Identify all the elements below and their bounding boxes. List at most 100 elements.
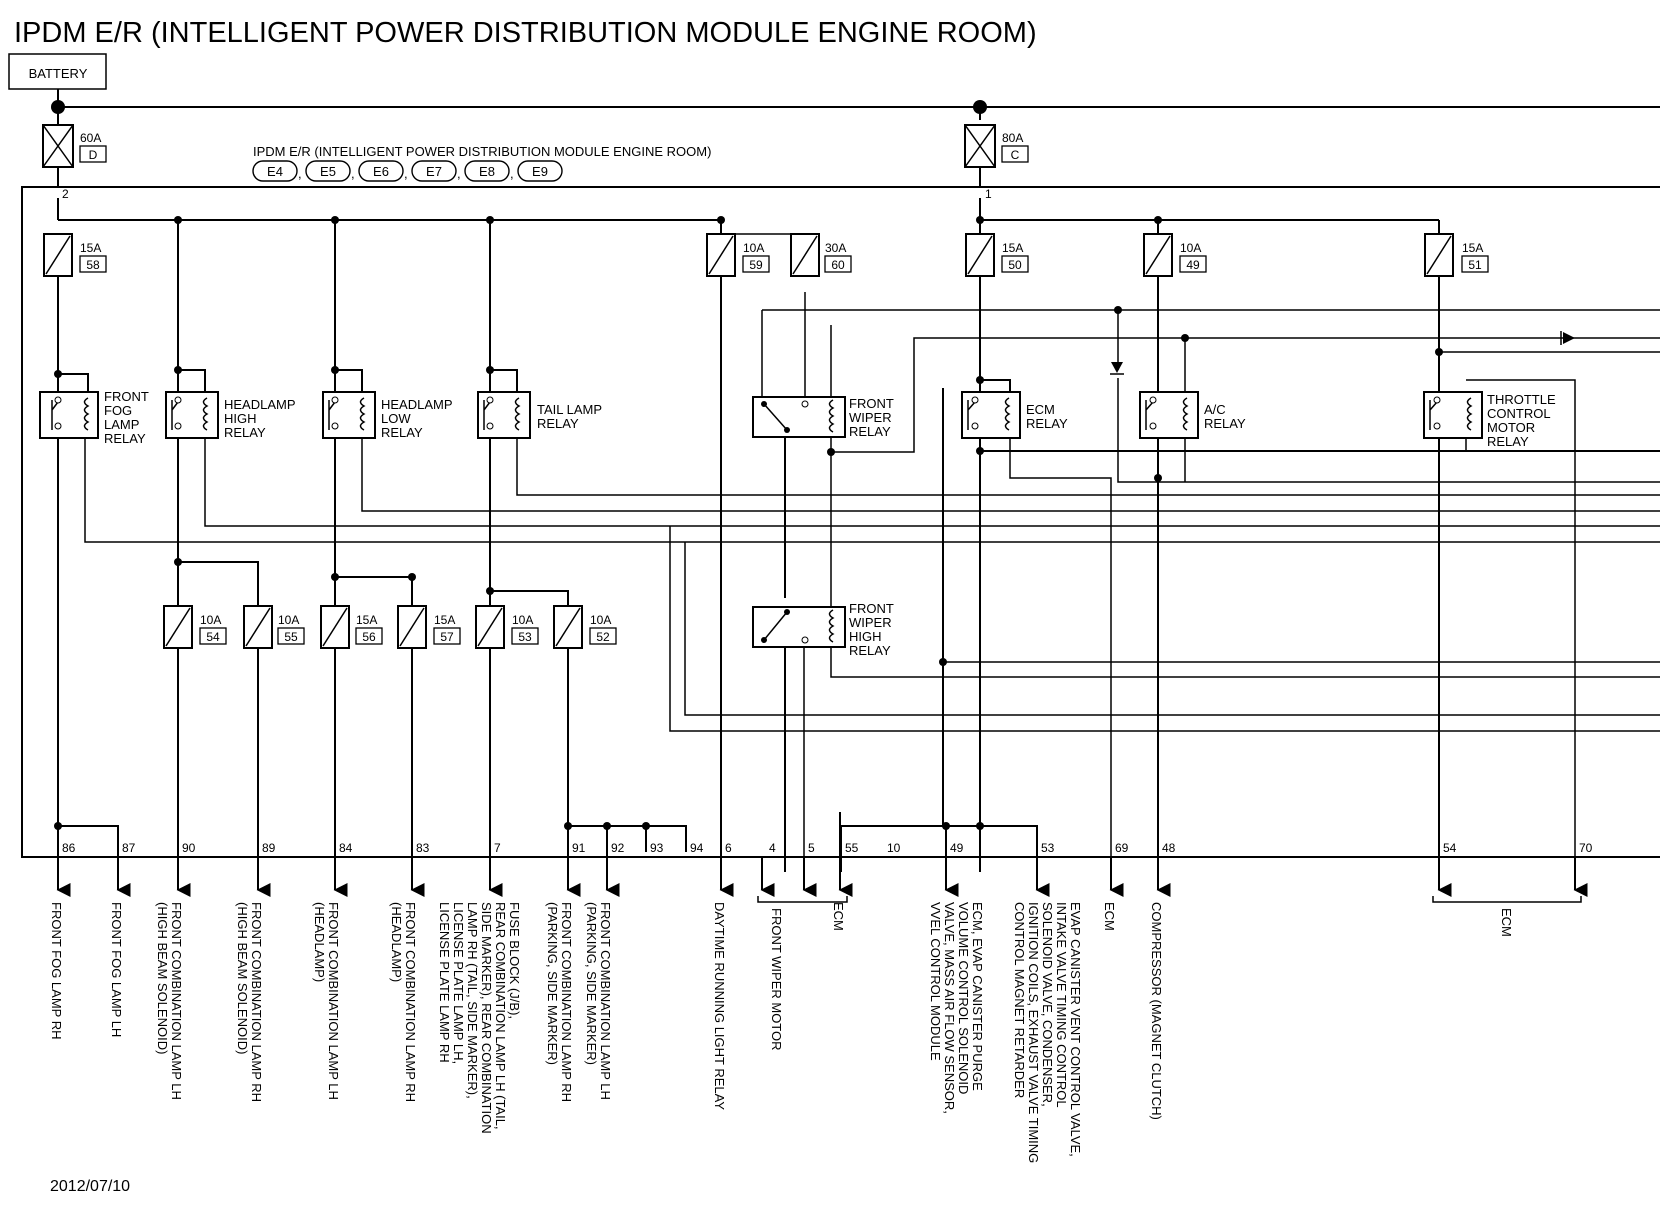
svg-text:15A: 15A (434, 613, 455, 627)
svg-text:E4: E4 (267, 164, 283, 179)
relay-tail-lamp: TAIL LAMP RELAY (477, 391, 602, 439)
main-fuse-80a: 80A C 1 (964, 124, 1029, 201)
svg-text:RELAY: RELAY (849, 643, 891, 658)
fuse-57: 15A 57 (397, 605, 461, 649)
fuse-60: 30A 60 (790, 233, 852, 277)
svg-text:LICENSE PLATE LAMP RH: LICENSE PLATE LAMP RH (437, 902, 452, 1063)
svg-text:FRONT COMBINATION LAMP RH: FRONT COMBINATION LAMP RH (559, 902, 574, 1102)
svg-text:E9: E9 (532, 164, 548, 179)
svg-text:(HIGH BEAM SOLENOID): (HIGH BEAM SOLENOID) (235, 902, 250, 1054)
svg-text:ECM: ECM (1499, 908, 1514, 937)
page-title: IPDM E/R (INTELLIGENT POWER DISTRIBUTION… (14, 17, 1037, 49)
svg-text:SIDE MARKER), REAR COMBINATION: SIDE MARKER), REAR COMBINATION (479, 902, 494, 1134)
svg-text:10A: 10A (743, 241, 764, 255)
svg-text:FOG: FOG (104, 403, 132, 418)
svg-text:83: 83 (416, 841, 430, 855)
svg-text:1: 1 (985, 187, 992, 201)
svg-text:VVEL CONTROL MODULE: VVEL CONTROL MODULE (928, 902, 943, 1061)
svg-text:REAR COMBINATION LAMP LH (TAIL: REAR COMBINATION LAMP LH (TAIL, (493, 902, 508, 1130)
svg-text:WIPER: WIPER (849, 410, 892, 425)
svg-text:FRONT FOG LAMP RH: FRONT FOG LAMP RH (49, 902, 64, 1039)
module-label: IPDM E/R (INTELLIGENT POWER DISTRIBUTION… (253, 144, 711, 159)
svg-text:49: 49 (1186, 258, 1200, 272)
svg-text:60: 60 (831, 258, 845, 272)
svg-text:HIGH: HIGH (849, 629, 882, 644)
svg-text:15A: 15A (1462, 241, 1483, 255)
svg-text:49: 49 (950, 841, 964, 855)
svg-text:FRONT COMBINATION LAMP LH: FRONT COMBINATION LAMP LH (169, 902, 184, 1100)
svg-text:CONTROL: CONTROL (1487, 406, 1551, 421)
svg-text:FRONT COMBINATION LAMP LH: FRONT COMBINATION LAMP LH (598, 902, 613, 1100)
svg-text:89: 89 (262, 841, 276, 855)
svg-text:30A: 30A (825, 241, 846, 255)
svg-text:RELAY: RELAY (1026, 416, 1068, 431)
svg-text:LICENSE PLATE LAMP LH,: LICENSE PLATE LAMP LH, (451, 902, 466, 1064)
svg-text:FRONT COMBINATION LAMP LH: FRONT COMBINATION LAMP LH (326, 902, 341, 1100)
svg-text:INTAKE VALVE TIMING CONTROL: INTAKE VALVE TIMING CONTROL (1054, 902, 1069, 1108)
svg-text:C: C (1011, 148, 1020, 162)
svg-text:55: 55 (845, 841, 859, 855)
svg-text:E5: E5 (320, 164, 336, 179)
svg-text:WIPER: WIPER (849, 615, 892, 630)
svg-text:RELAY: RELAY (224, 425, 266, 440)
relay-ac: A/C RELAY (1139, 391, 1246, 439)
svg-text:54: 54 (1443, 841, 1457, 855)
svg-text:E6: E6 (373, 164, 389, 179)
fuse-50: 15A 50 (965, 233, 1029, 277)
svg-text:10A: 10A (200, 613, 221, 627)
svg-text:6: 6 (725, 841, 732, 855)
svg-text:51: 51 (1468, 258, 1482, 272)
relay-front-wiper-high: FRONT WIPER HIGH RELAY (752, 601, 894, 658)
svg-text:EVAP CANISTER VENT CONTROL VAL: EVAP CANISTER VENT CONTROL VALVE, (1068, 902, 1083, 1157)
svg-text:91: 91 (572, 841, 586, 855)
pin-numbers: 86 87 90 89 84 83 7 91 92 93 94 6 4 5 55… (62, 841, 1593, 855)
svg-text:VOLUME CONTROL SOLENOID: VOLUME CONTROL SOLENOID (956, 902, 971, 1094)
fuse-51: 15A 51 (1424, 233, 1489, 277)
svg-text:ECM: ECM (1102, 902, 1117, 931)
svg-text:IGNITION COILS, EXHAUST VALVE: IGNITION COILS, EXHAUST VALVE TIMING (1026, 902, 1041, 1163)
relay-ecm: ECM RELAY (961, 391, 1068, 439)
svg-text:53: 53 (1041, 841, 1055, 855)
svg-text:THROTTLE: THROTTLE (1487, 392, 1556, 407)
svg-text:5: 5 (808, 841, 815, 855)
svg-text:HEADLAMP: HEADLAMP (381, 397, 453, 412)
svg-text:50: 50 (1008, 258, 1022, 272)
module-outline (21, 186, 1660, 858)
svg-text:69: 69 (1115, 841, 1129, 855)
relay-headlamp-low: HEADLAMP LOW RELAY (322, 391, 453, 440)
svg-text:(PARKING, SIDE MARKER): (PARKING, SIDE MARKER) (545, 902, 560, 1065)
svg-text:86: 86 (62, 841, 76, 855)
svg-text:59: 59 (749, 258, 763, 272)
svg-text:DAYTIME RUNNING LIGHT RELAY: DAYTIME RUNNING LIGHT RELAY (712, 902, 727, 1110)
svg-text:FRONT: FRONT (849, 396, 894, 411)
svg-text:15A: 15A (1002, 241, 1023, 255)
svg-text:MOTOR: MOTOR (1487, 420, 1535, 435)
svg-text:15A: 15A (356, 613, 377, 627)
svg-text:FRONT: FRONT (849, 601, 894, 616)
svg-text:FUSE BLOCK (J/B),: FUSE BLOCK (J/B), (507, 902, 522, 1019)
svg-text:10: 10 (887, 841, 901, 855)
svg-text:ECM: ECM (831, 902, 846, 931)
svg-text:58: 58 (86, 258, 100, 272)
svg-text:FRONT COMBINATION LAMP RH: FRONT COMBINATION LAMP RH (249, 902, 264, 1102)
diode-icon (1110, 331, 1575, 375)
relay-headlamp-high: HEADLAMP HIGH RELAY (165, 391, 296, 440)
svg-text:10A: 10A (512, 613, 533, 627)
svg-text:RELAY: RELAY (104, 431, 146, 446)
svg-text:,: , (404, 166, 408, 181)
svg-text:93: 93 (650, 841, 664, 855)
svg-text:10A: 10A (1180, 241, 1201, 255)
svg-text:TAIL LAMP: TAIL LAMP (537, 402, 602, 417)
svg-text:60A: 60A (80, 131, 101, 145)
svg-text:4: 4 (769, 841, 776, 855)
svg-text:15A: 15A (80, 241, 101, 255)
svg-text:55: 55 (284, 630, 298, 644)
svg-text:56: 56 (362, 630, 376, 644)
svg-text:87: 87 (122, 841, 136, 855)
fuse-53: 10A 53 (475, 605, 539, 649)
svg-text:LAMP RH (TAIL, SIDE MARKER),: LAMP RH (TAIL, SIDE MARKER), (465, 902, 480, 1099)
battery-bus (51, 89, 1660, 120)
fuse-58: 15A 58 (43, 233, 107, 277)
svg-text:57: 57 (440, 630, 454, 644)
